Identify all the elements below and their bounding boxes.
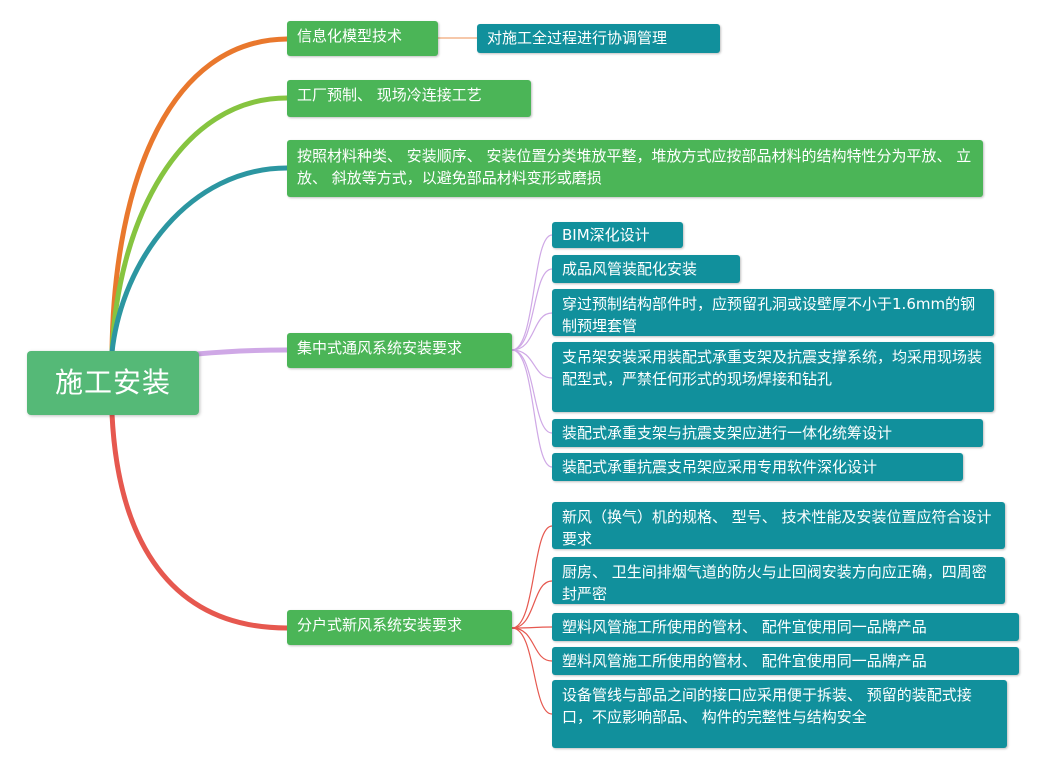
connector-leaf-4-2	[511, 268, 553, 351]
leaf-node-4-1: BIM深化设计	[552, 222, 683, 248]
leaf-node-4-2: 成品风管装配化安装	[552, 255, 740, 283]
branch-node-3: 按照材料种类、 安装顺序、 安装位置分类堆放平整，堆放方式应按部品材料的结构特性…	[287, 140, 983, 197]
branch-node-2: 工厂预制、 现场冷连接工艺	[287, 80, 531, 117]
leaf-node-5-5: 设备管线与部品之间的接口应采用便于拆装、 预留的装配式接口，不应影响部品、 构件…	[552, 680, 1007, 748]
leaf-node-1-1: 对施工全过程进行协调管理	[477, 24, 720, 53]
leaf-node-5-3: 塑料风管施工所使用的管材、 配件宜使用同一品牌产品	[552, 613, 1019, 641]
connector-branch-5	[109, 411, 290, 631]
branch-node-4: 集中式通风系统安装要求	[287, 333, 512, 368]
branch-node-1: 信息化模型技术	[287, 21, 438, 56]
connector-branch-3	[109, 165, 290, 355]
leaf-node-5-4: 塑料风管施工所使用的管材、 配件宜使用同一品牌产品	[552, 647, 1019, 675]
connector-leaf-5-4	[511, 627, 553, 662]
leaf-node-4-6: 装配式承重抗震支吊架应采用专用软件深化设计	[552, 453, 963, 481]
connector-branch-4	[194, 347, 290, 357]
branch-node-5: 分户式新风系统安装要求	[287, 610, 512, 645]
root-node: 施工安装	[27, 351, 199, 415]
connector-leaf-4-3	[511, 312, 553, 351]
connector-leaf-4-6	[511, 349, 553, 468]
leaf-node-4-4: 支吊架安装采用装配式承重支架及抗震支撑系统，均采用现场装配型式，严禁任何形式的现…	[552, 342, 994, 412]
connector-leaf-5-3	[511, 626, 553, 629]
connector-branch-2	[109, 95, 290, 355]
connector-leaf-5-2	[511, 580, 553, 629]
connector-branch-1	[109, 36, 290, 355]
connector-leaf-4-1	[511, 234, 553, 351]
leaf-node-4-3: 穿过预制结构部件时，应预留孔洞或设壁厚不小于1.6mm的钢制预埋套管	[552, 289, 994, 336]
connector-leaf-5-5	[511, 627, 553, 715]
connector-leaf-5-1	[511, 525, 553, 629]
connector-leaf-4-4	[511, 349, 553, 379]
leaf-node-4-5: 装配式承重支架与抗震支架应进行一体化统筹设计	[552, 419, 983, 447]
leaf-node-5-1: 新风（换气）机的规格、 型号、 技术性能及安装位置应符合设计要求	[552, 502, 1005, 549]
leaf-node-5-2: 厨房、 卫生间排烟气道的防火与止回阀安装方向应正确，四周密封严密	[552, 557, 1005, 604]
